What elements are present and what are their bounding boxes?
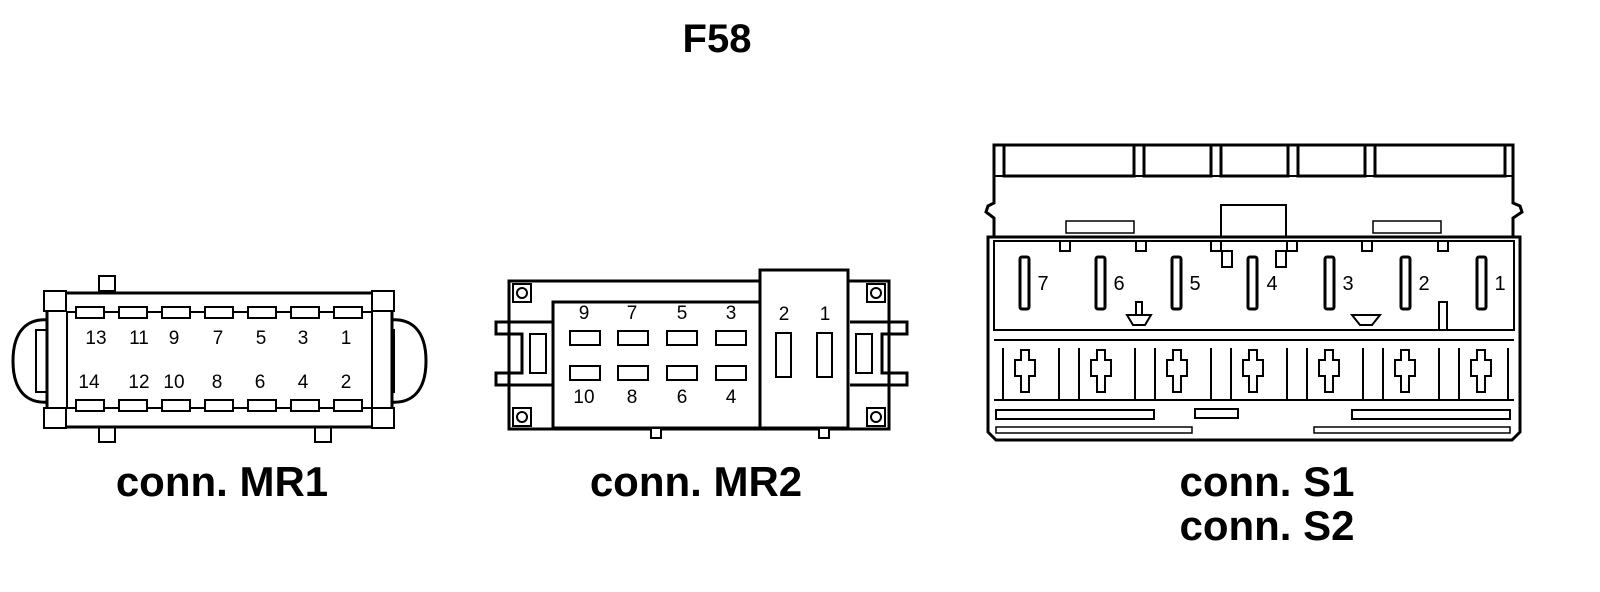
pin-label: 9 [169,328,180,349]
pin-label: 6 [255,372,266,393]
pin-label: 8 [212,372,223,393]
pin-label: 5 [677,303,688,324]
pin-label: 6 [1113,273,1124,295]
terminal-cavities [1002,348,1509,400]
pin-label: 10 [163,372,184,393]
pin-label: 2 [1418,273,1429,295]
pin-label: 7 [1037,273,1048,295]
connector-s1-s2: 7 6 5 4 3 2 1 conn. S1 conn. S2 [984,143,1524,549]
pin-label: 5 [1189,273,1200,295]
pin-label: 2 [779,304,790,325]
pin-label: 1 [341,328,352,349]
pin-label: 4 [726,387,737,408]
page-title: F58 [683,17,752,61]
connector-caption: conn. MR2 [590,458,802,505]
pin-label: 1 [1494,273,1505,295]
connector-caption: conn. S1 [1179,458,1354,505]
pin-label: 4 [298,372,309,393]
pin-label: 3 [1342,273,1353,295]
pin-label: 4 [1266,273,1277,295]
pin-label: 8 [627,387,638,408]
pin-label: 9 [579,303,590,324]
connector-mr2: 9 7 5 3 10 8 6 4 2 1 conn. MR2 [494,268,909,505]
pin-label: 2 [341,372,352,393]
pin-label: 3 [298,328,309,349]
connector-caption: conn. S2 [1179,502,1354,549]
pin-label: 3 [726,303,737,324]
pin-label: 12 [128,372,149,393]
pin-label: 7 [627,303,638,324]
pin-label: 6 [677,387,688,408]
pin-label: 1 [820,304,831,325]
pin-label: 10 [573,387,594,408]
pin-label: 14 [78,372,100,393]
connector-mr1: 13 11 9 7 5 3 1 14 12 10 8 6 4 2 conn. M… [11,275,428,505]
pin-label: 13 [85,328,106,349]
pin-label: 11 [129,328,149,349]
pin-label: 7 [213,328,224,349]
pin-label: 5 [256,328,267,349]
connector-caption: conn. MR1 [116,458,328,505]
